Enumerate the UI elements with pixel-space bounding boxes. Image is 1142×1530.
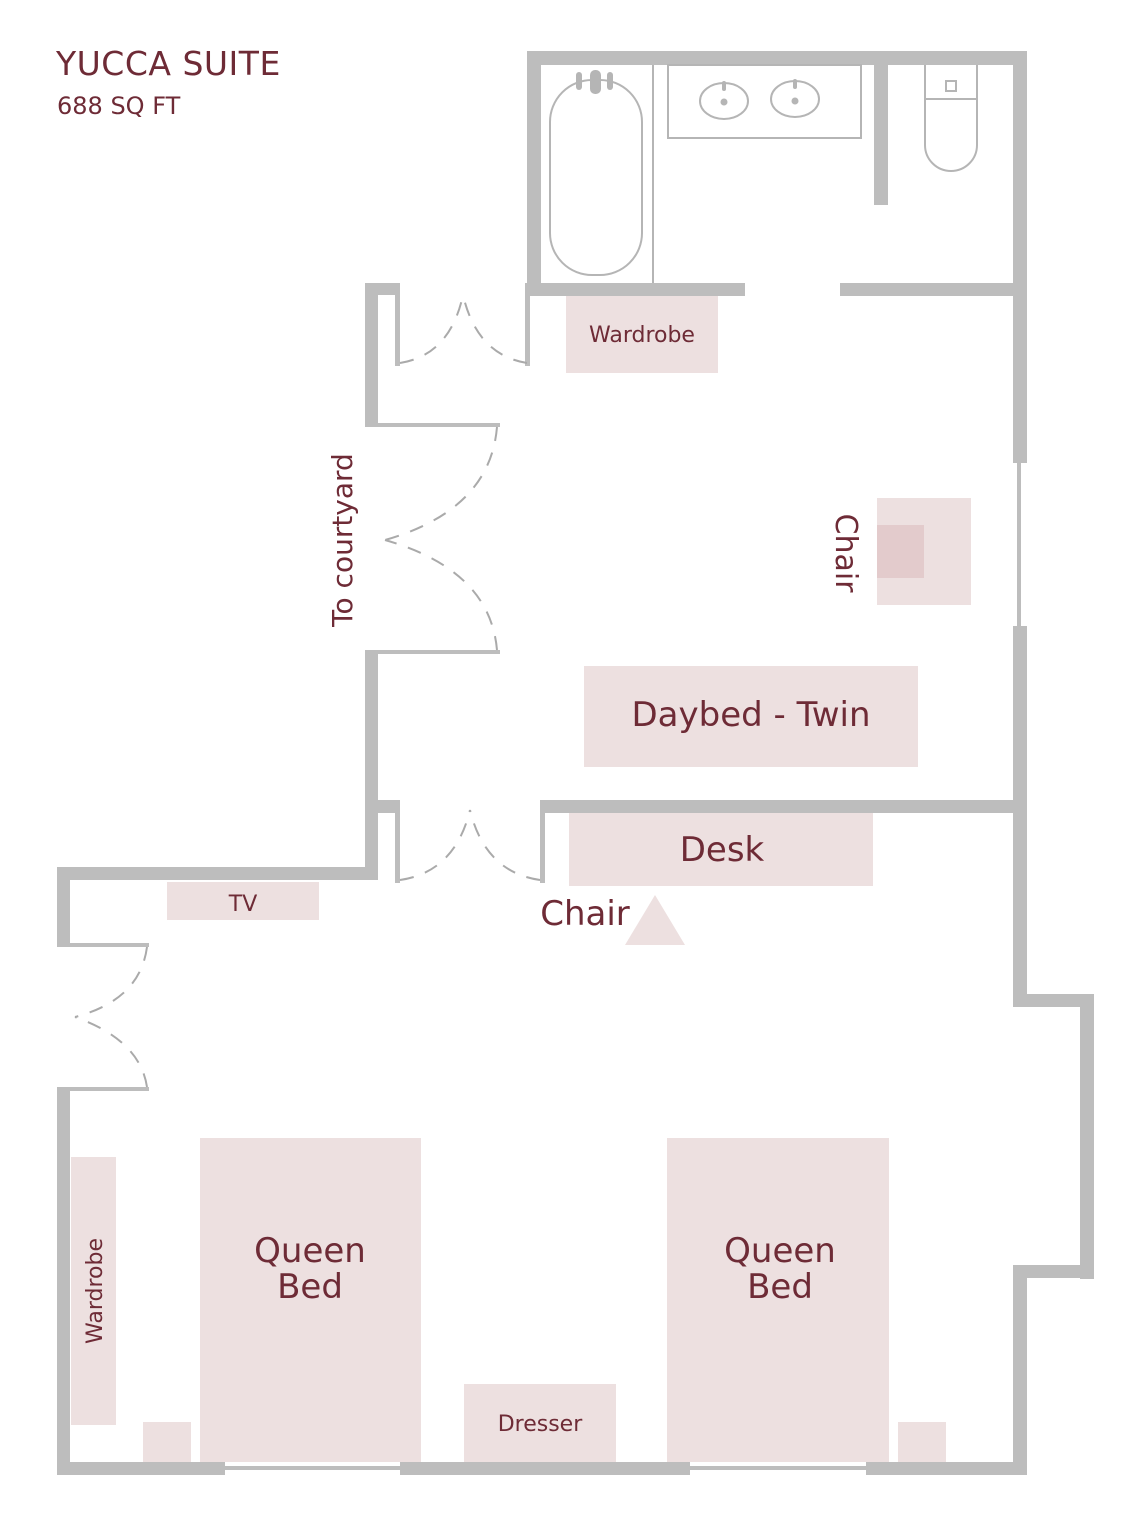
- svg-text:Chair: Chair: [540, 894, 630, 934]
- suite-title: YUCCA SUITE: [56, 44, 281, 83]
- to-courtyard-label: To courtyard: [326, 453, 359, 628]
- desk: Desk: [569, 813, 873, 886]
- svg-text:Chair: Chair: [828, 513, 863, 593]
- svg-text:Wardrobe: Wardrobe: [589, 323, 695, 348]
- daybed-twin: Daybed - Twin: [584, 666, 918, 767]
- svg-text:TV: TV: [228, 892, 258, 917]
- closet-door-swing: [399, 294, 528, 364]
- nightstand: [143, 1422, 191, 1462]
- svg-text:Dresser: Dresser: [498, 1412, 583, 1437]
- queen-bed-1: Queen Bed: [200, 1138, 421, 1462]
- tv: TV: [167, 882, 319, 920]
- sitting-room-walls: [365, 283, 1027, 883]
- bathroom: [527, 51, 1027, 296]
- svg-text:Queen: Queen: [254, 1231, 366, 1271]
- wardrobe-left: Wardrobe: [71, 1157, 116, 1425]
- svg-text:Queen: Queen: [724, 1231, 836, 1271]
- bedroom-walls: [57, 813, 1094, 1475]
- wardrobe-top: Wardrobe: [566, 296, 718, 373]
- desk-chair: Chair: [540, 894, 685, 945]
- nightstand: [898, 1422, 946, 1462]
- svg-text:Desk: Desk: [680, 830, 765, 870]
- entry-door-swing: [74, 946, 148, 1088]
- queen-bed-2: Queen Bed: [667, 1138, 889, 1462]
- bedroom-door-swing: [399, 809, 541, 881]
- svg-text:Wardrobe: Wardrobe: [83, 1238, 108, 1344]
- toilet-icon: [924, 65, 978, 172]
- suite-area: 688 SQ FT: [57, 92, 181, 120]
- armchair: Chair: [828, 498, 971, 605]
- bathtub-icon: [549, 79, 643, 276]
- courtyard-door-swing: [384, 426, 498, 651]
- vanity-counter: [667, 64, 862, 139]
- svg-text:Daybed - Twin: Daybed - Twin: [631, 695, 870, 735]
- svg-text:Bed: Bed: [277, 1267, 343, 1307]
- svg-text:Bed: Bed: [747, 1267, 813, 1307]
- dresser: Dresser: [464, 1384, 616, 1462]
